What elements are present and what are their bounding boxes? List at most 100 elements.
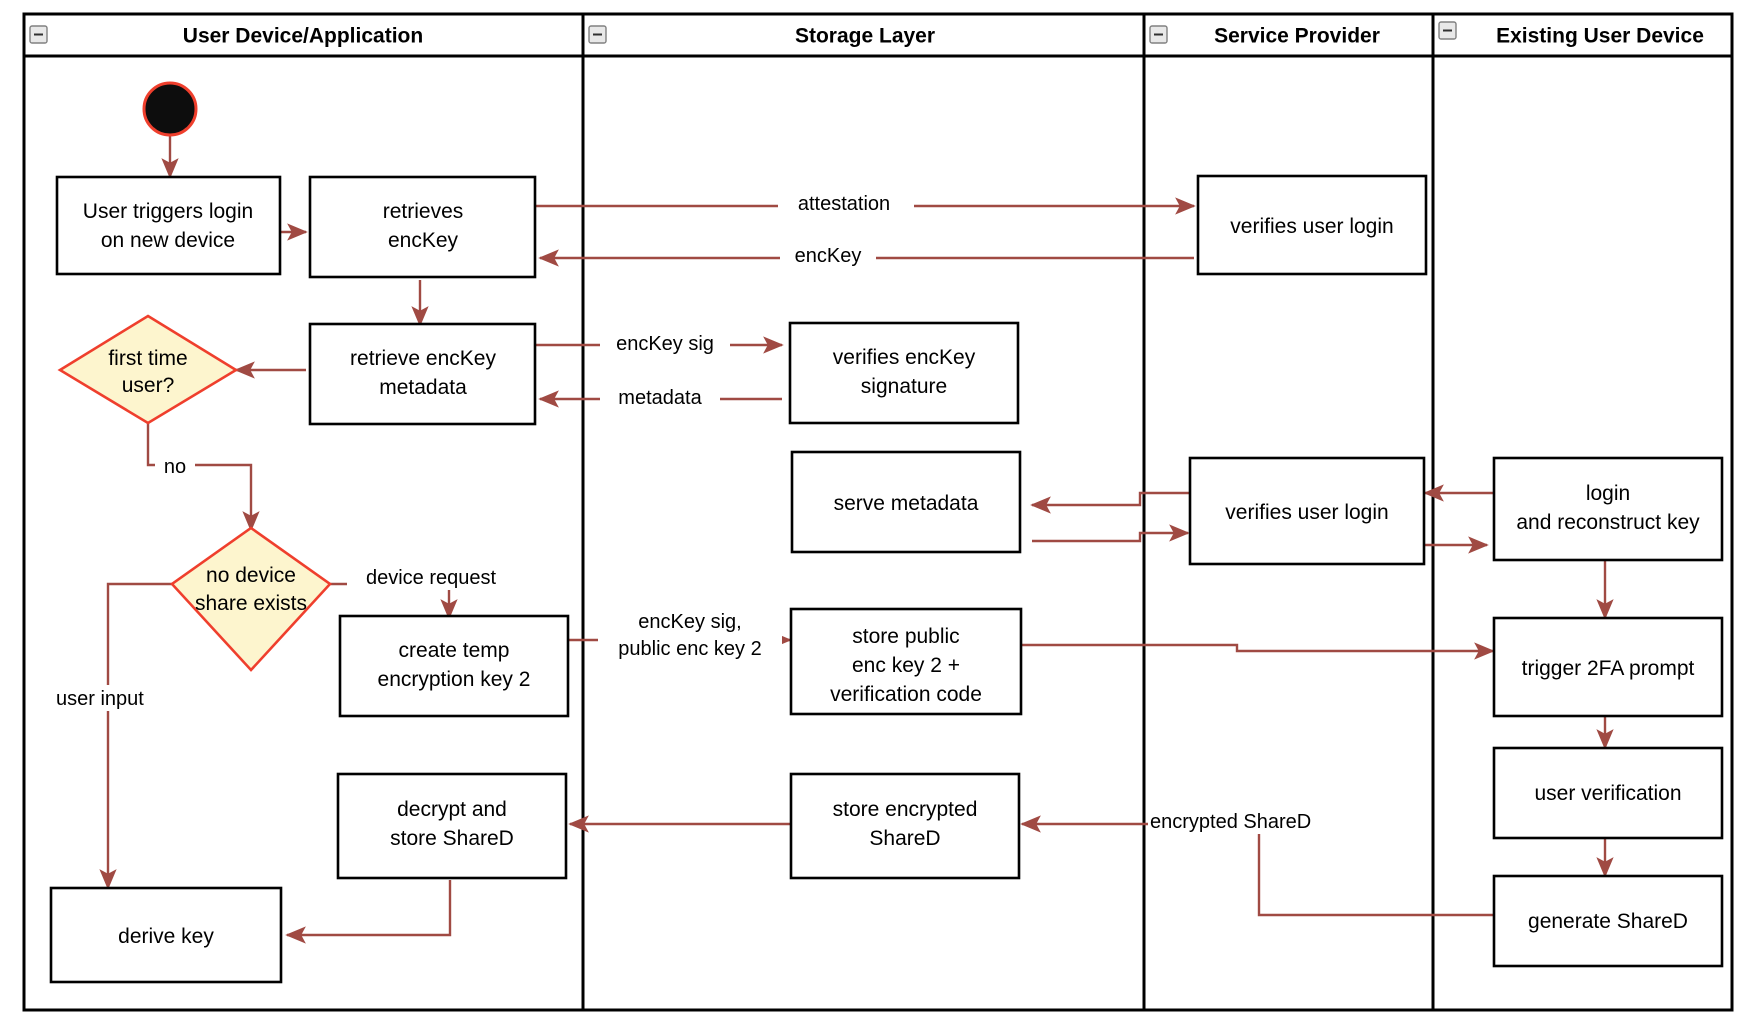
lane-title-service-provider: Service Provider [1214, 25, 1380, 48]
label-bg [600, 384, 720, 410]
node-derive-key[interactable]: derive key [49, 886, 283, 984]
node-store-encrypted-shared[interactable]: store encrypted ShareD [789, 772, 1021, 880]
node-box[interactable] [1196, 174, 1428, 276]
node-label-line-1: trigger 2FA prompt [1522, 657, 1695, 680]
node-label-line-2: encryption key 2 [378, 668, 531, 691]
node-label-line-1: decrypt and [397, 798, 507, 821]
label-bg [155, 453, 195, 479]
node-box[interactable] [788, 321, 1020, 425]
node-first-time-user[interactable]: first time user? [57, 314, 239, 425]
edge-no-to-no-device-share [146, 418, 260, 532]
edge-user-input [99, 582, 173, 890]
decision-diamond[interactable] [57, 314, 239, 425]
edge-label-attestation: attestation [798, 193, 890, 215]
node-verifies-user-login-1[interactable]: verifies user login [1196, 174, 1428, 276]
edge-label-user-input: user input [56, 688, 144, 710]
swimlane-outer-frame [22, 12, 1734, 1012]
edge-store-public-key-to-trigger-2fa [1022, 642, 1495, 660]
label-bg [347, 564, 515, 590]
node-label-line-1: retrieve encKey [350, 347, 496, 370]
node-box[interactable] [790, 450, 1022, 554]
edge-label-enckey-sig-public-key-line-2: public enc key 2 [618, 638, 761, 660]
node-box[interactable] [338, 614, 570, 718]
node-store-public-enc-key-2[interactable]: store public enc key 2 + verification co… [789, 607, 1023, 716]
node-label-line-1: user verification [1534, 782, 1681, 805]
edge-label-enckey: encKey [795, 245, 862, 267]
node-label-line-1: store public [852, 625, 959, 648]
lane-header-existing-device[interactable]: Existing User Device [1438, 21, 1704, 48]
node-box[interactable] [1492, 616, 1724, 718]
node-box[interactable] [1492, 874, 1724, 968]
edge-serve-metadata-to-verifies-2 [1032, 524, 1190, 543]
node-box[interactable] [308, 322, 537, 426]
node-box[interactable] [336, 772, 568, 880]
node-create-temp-encryption-key-2[interactable]: create temp encryption key 2 [338, 614, 570, 718]
node-box[interactable] [49, 886, 283, 984]
node-user-triggers-login[interactable]: User triggers login on new device [55, 175, 282, 276]
node-generate-shared[interactable]: generate ShareD [1492, 874, 1724, 968]
node-login-and-reconstruct-key[interactable]: login and reconstruct key [1492, 456, 1724, 562]
node-label-line-1: retrieves [383, 200, 464, 223]
node-serve-metadata[interactable]: serve metadata [790, 450, 1022, 554]
node-label-line-1: first time [108, 347, 187, 370]
node-label-line-2: and reconstruct key [1516, 511, 1700, 534]
node-user-verification[interactable]: user verification [1492, 746, 1724, 840]
node-box[interactable] [789, 772, 1021, 880]
label-bg [778, 190, 914, 216]
label-bg [598, 608, 782, 664]
node-label-line-1: derive key [118, 925, 214, 948]
edge-decrypt-to-derive-key [285, 880, 452, 944]
node-verifies-user-login-2[interactable]: verifies user login [1188, 456, 1426, 566]
lane-title-user-device: User Device/Application [183, 25, 423, 48]
node-label-line-2: share exists [195, 592, 307, 615]
decision-diamond[interactable] [170, 526, 332, 672]
label-bg [780, 242, 876, 268]
lane-title-storage: Storage Layer [795, 25, 935, 48]
node-label-line-1: verifies encKey [833, 346, 976, 369]
node-label-line-1: verifies user login [1230, 215, 1393, 238]
node-label-line-1: store encrypted [833, 798, 978, 821]
label-bg [50, 685, 168, 711]
edge-verifies-2-to-serve-metadata [1030, 491, 1194, 514]
node-label-line-1: login [1586, 482, 1630, 505]
node-no-device-share-exists[interactable]: no device share exists [170, 526, 332, 672]
node-box[interactable] [789, 607, 1023, 716]
edge-label-device-request: device request [366, 567, 497, 589]
node-label-line-1: create temp [399, 639, 510, 662]
node-label-line-3: verification code [830, 683, 982, 706]
initial-node [142, 81, 198, 137]
node-label-line-2: on new device [101, 229, 235, 252]
label-bg [1148, 808, 1334, 834]
node-verifies-enckey-signature[interactable]: verifies encKey signature [788, 321, 1020, 425]
node-label-line-2: metadata [379, 376, 467, 399]
node-box[interactable] [308, 175, 537, 279]
node-trigger-2fa-prompt[interactable]: trigger 2FA prompt [1492, 616, 1724, 718]
lane-header-storage[interactable]: Storage Layer [588, 25, 935, 48]
node-label-line-1: serve metadata [834, 492, 979, 515]
node-box[interactable] [1492, 746, 1724, 840]
edge-label-group: attestation encKey encKey sig metadata n… [50, 190, 1334, 834]
node-retrieve-enckey-metadata[interactable]: retrieve encKey metadata [308, 322, 537, 426]
label-bg [600, 330, 730, 356]
node-label-line-2: store ShareD [390, 827, 514, 850]
node-label-line-1: no device [206, 564, 296, 587]
edge-label-no: no [164, 456, 186, 478]
edge-label-encrypted-shared: encrypted ShareD [1150, 811, 1311, 833]
edge-label-metadata: metadata [618, 387, 702, 409]
node-label-line-2: ShareD [869, 827, 940, 850]
edge-label-enckey-sig: encKey sig [616, 333, 714, 355]
node-box[interactable] [1492, 456, 1724, 562]
node-label-line-1: verifies user login [1225, 501, 1388, 524]
lane-header-user-device[interactable]: User Device/Application [29, 25, 423, 48]
node-retrieves-enckey[interactable]: retrieves encKey [308, 175, 537, 279]
node-label-line-2: signature [861, 375, 947, 398]
node-decrypt-and-store-shared[interactable]: decrypt and store ShareD [336, 772, 568, 880]
node-box[interactable] [55, 175, 282, 276]
node-label-line-2: enc key 2 + [852, 654, 960, 677]
node-label-line-2: user? [122, 374, 175, 397]
lane-title-existing-device: Existing User Device [1496, 25, 1704, 48]
node-box[interactable] [1188, 456, 1426, 566]
lane-header-service-provider[interactable]: Service Provider [1149, 25, 1380, 48]
